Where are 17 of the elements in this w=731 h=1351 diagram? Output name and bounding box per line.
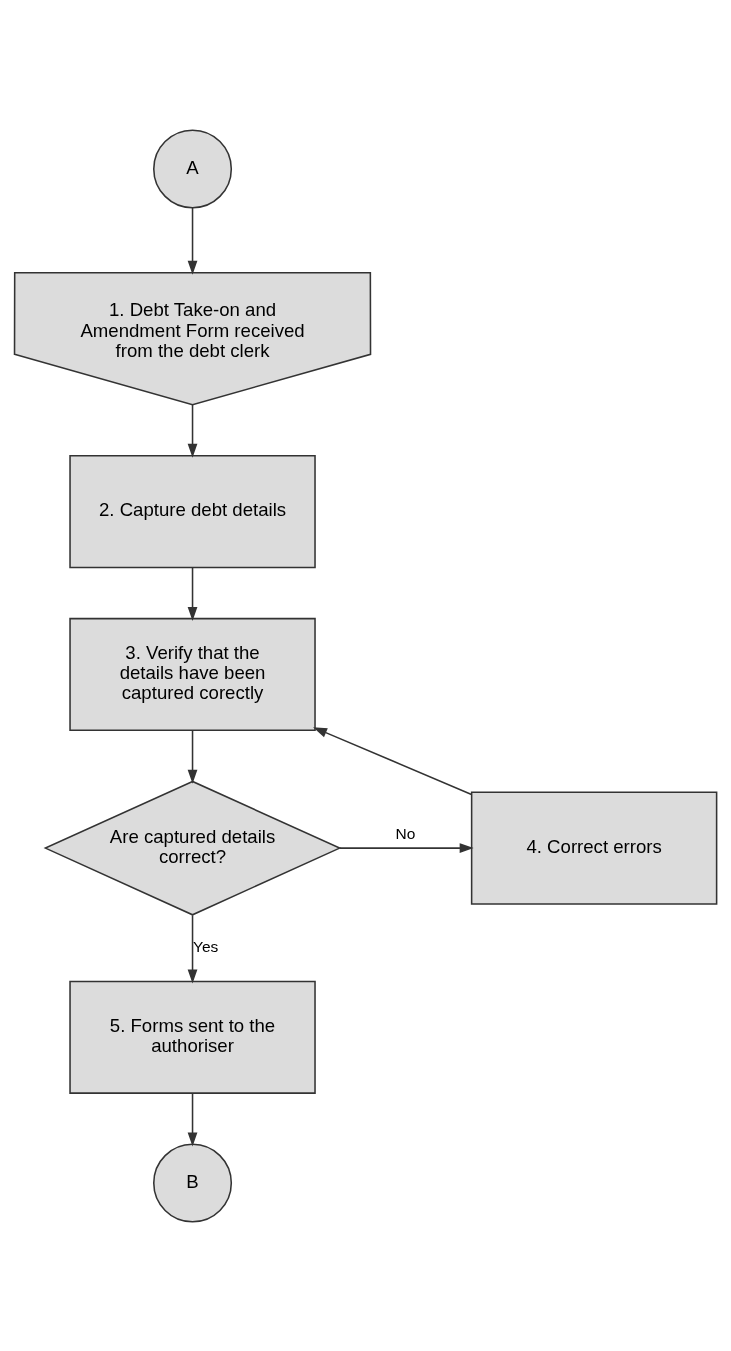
node-box: 2. Capture debt details bbox=[69, 454, 316, 568]
arrow bbox=[339, 842, 474, 853]
arrow bbox=[187, 1091, 198, 1146]
arrow bbox=[187, 206, 198, 275]
edge-label: No bbox=[395, 824, 416, 842]
node-box: 3. Verify that the details have been captured corectly bbox=[69, 617, 316, 731]
arrow bbox=[187, 566, 198, 621]
arrow bbox=[187, 914, 198, 983]
edge-label: Yes bbox=[193, 937, 219, 955]
arrow bbox=[187, 729, 198, 784]
arrow bbox=[313, 726, 473, 795]
node-box: 5. Forms sent to the authoriser bbox=[69, 980, 316, 1094]
node-box: 4. Correct errors bbox=[470, 791, 718, 905]
node-diamond: Are captured details correct? bbox=[43, 780, 342, 916]
node-circle: B bbox=[153, 1143, 233, 1223]
node-circle: A bbox=[153, 128, 233, 208]
arrow bbox=[187, 403, 198, 458]
